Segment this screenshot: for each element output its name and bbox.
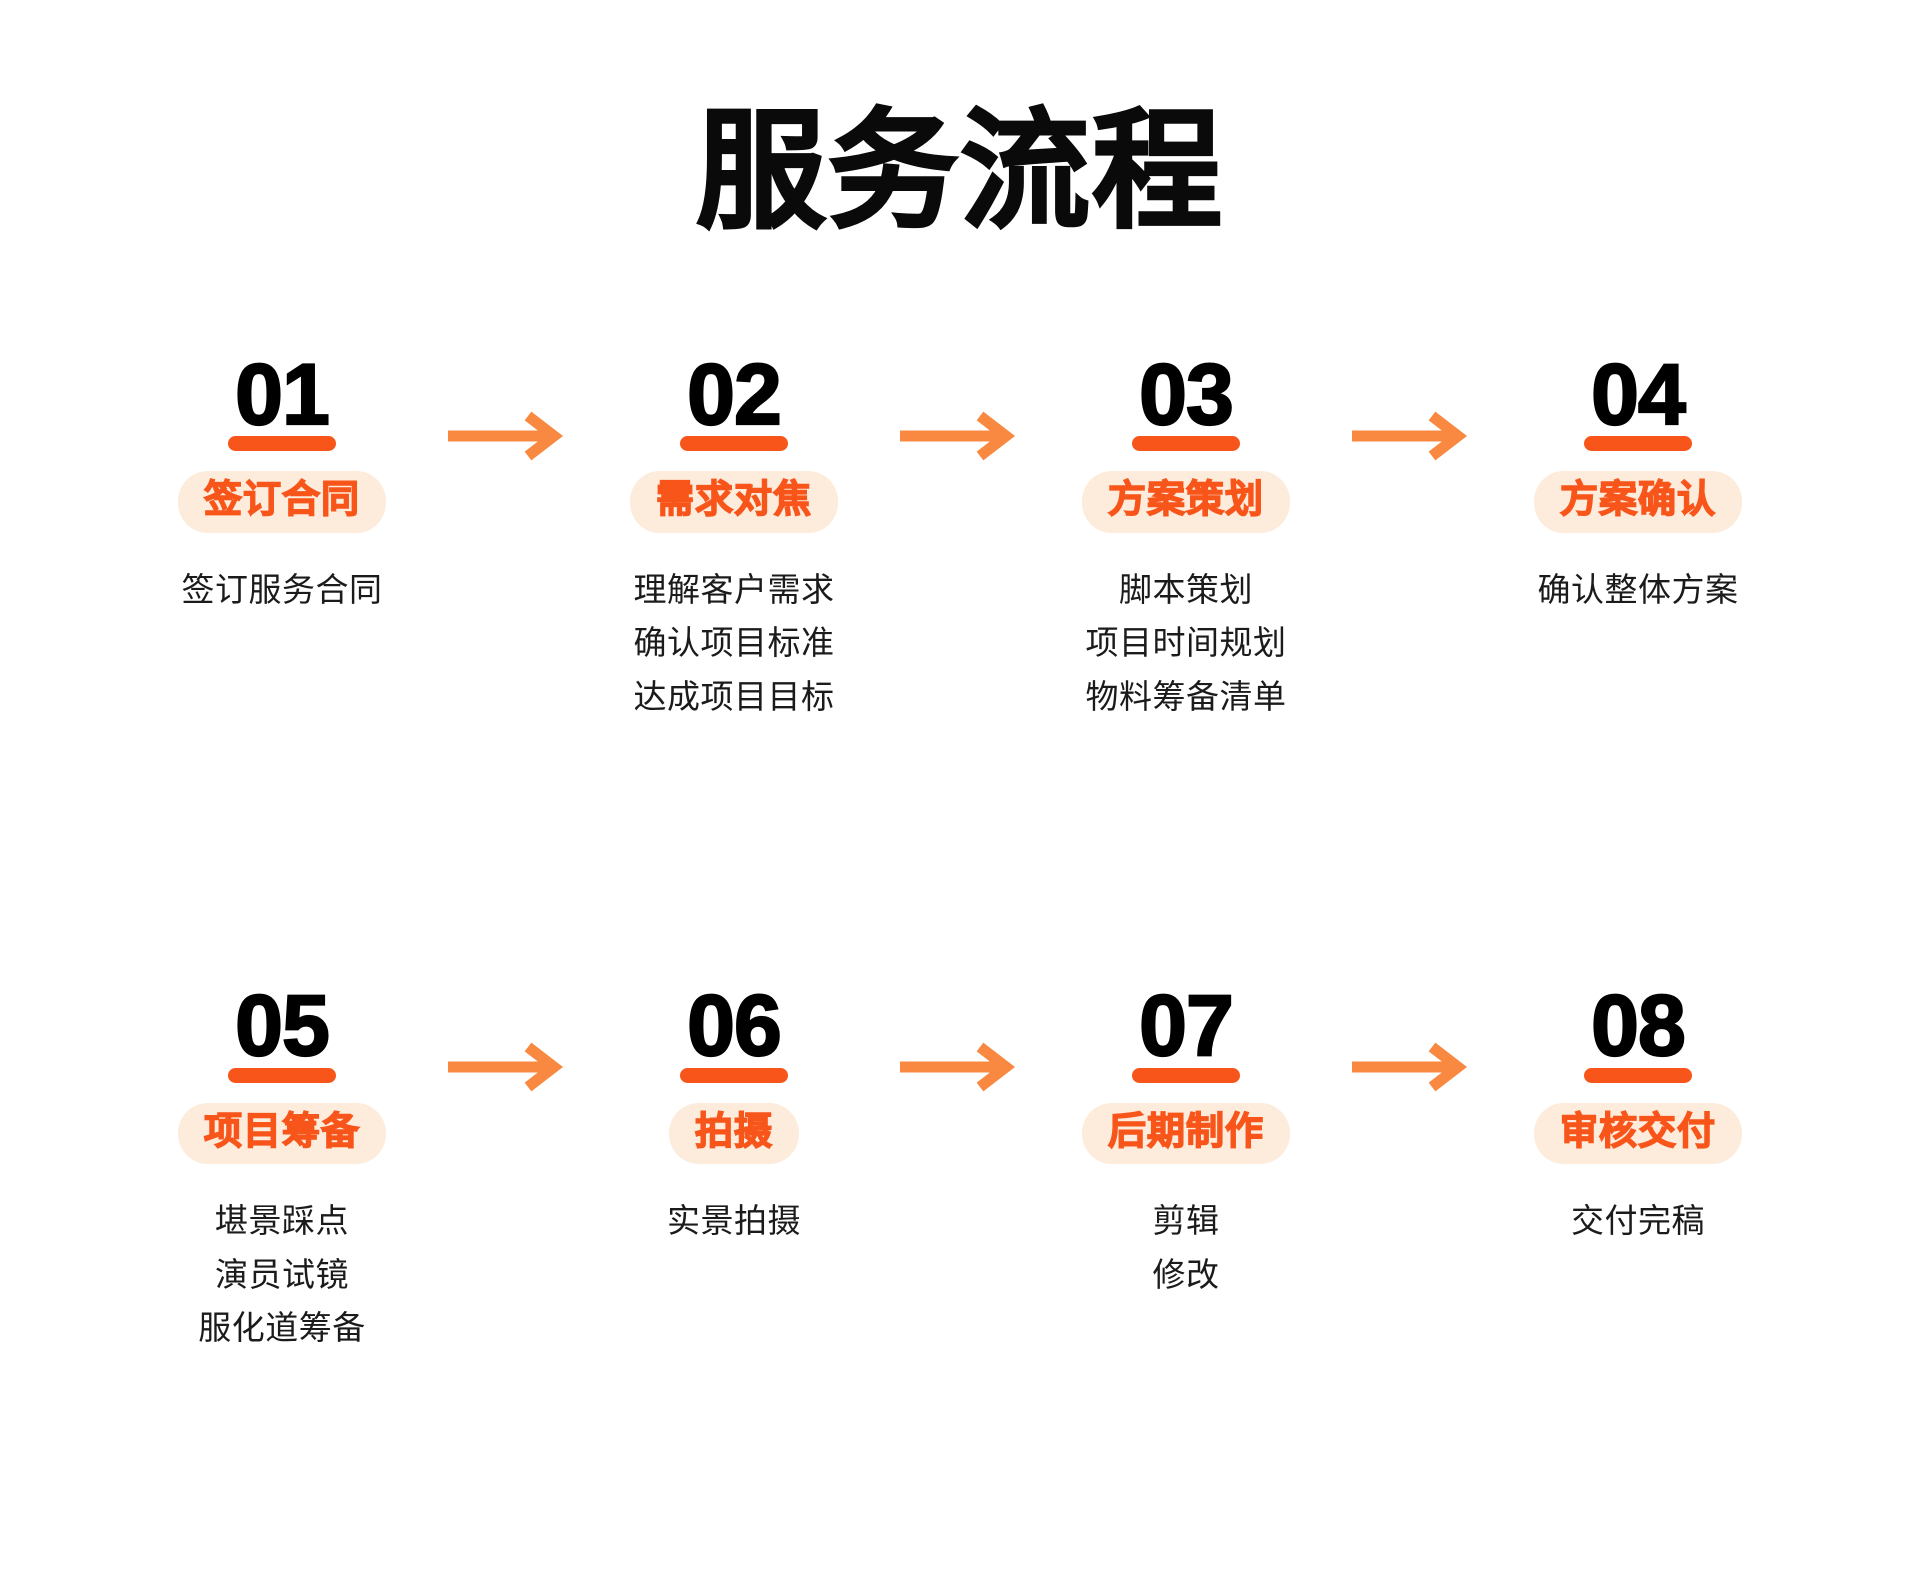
step-description: 签订服务合同 (182, 563, 383, 616)
step-number: 07 (1138, 978, 1235, 1074)
step-number: 03 (1138, 346, 1235, 443)
description-line: 确认项目标准 (633, 624, 835, 662)
arrow-right-icon (1348, 402, 1476, 466)
step-description: 脚本策划 项目时间规划 物料筹备清单 (1086, 563, 1287, 723)
step-05[interactable]: 05 项目筹备 堪景踩点 演员试镜 服化道筹备 (120, 978, 444, 1355)
step-label-pill: 后期制作 (1081, 1102, 1290, 1165)
description-line: 脚本策划 (1119, 570, 1253, 608)
number-underline (680, 1067, 788, 1083)
description-line: 剪辑 (1152, 1202, 1220, 1240)
number-underline (1584, 1067, 1692, 1083)
arrow-right-icon (1348, 1033, 1476, 1097)
description-line: 演员试镜 (215, 1255, 349, 1293)
step-row-2: 05 项目筹备 堪景踩点 演员试镜 服化道筹备 06 拍摄 实景 (0, 978, 1920, 1355)
page-title: 服务流程 (695, 94, 1224, 247)
step-label-pill: 审核交付 (1533, 1102, 1742, 1165)
step-03[interactable]: 03 方案策划 脚本策划 项目时间规划 物料筹备清单 (1024, 346, 1348, 724)
step-number: 08 (1590, 978, 1687, 1074)
step-number: 02 (686, 346, 783, 443)
step-description: 交付完稿 (1571, 1194, 1705, 1247)
description-line: 理解客户需求 (633, 570, 835, 608)
step-label-pill: 方案策划 (1081, 471, 1290, 533)
step-label-pill: 拍摄 (668, 1102, 799, 1165)
step-07[interactable]: 07 后期制作 剪辑 修改 (1024, 978, 1348, 1301)
step-description: 堪景踩点 演员试镜 服化道筹备 (198, 1194, 366, 1354)
description-line: 物料筹备清单 (1085, 677, 1287, 715)
step-label-pill: 需求对焦 (629, 471, 838, 533)
number-underline (228, 1067, 336, 1083)
number-underline (228, 436, 336, 452)
description-line: 交付完稿 (1571, 1202, 1705, 1240)
step-04[interactable]: 04 方案确认 确认整体方案 (1476, 346, 1800, 617)
description-line: 项目时间规划 (1085, 624, 1287, 662)
description-line: 实景拍摄 (667, 1202, 801, 1240)
number-underline (1132, 1067, 1240, 1083)
step-number: 06 (686, 978, 783, 1074)
step-01[interactable]: 01 签订合同 签订服务合同 (120, 346, 444, 617)
step-02[interactable]: 02 需求对焦 理解客户需求 确认项目标准 达成项目目标 (572, 346, 896, 724)
step-06[interactable]: 06 拍摄 实景拍摄 (572, 978, 896, 1248)
title-container: 服务流程 (0, 0, 1920, 246)
number-underline (1132, 436, 1240, 452)
arrow-right-icon (896, 402, 1024, 466)
step-number: 05 (234, 978, 331, 1074)
arrow-right-icon (896, 1033, 1024, 1097)
step-label-pill: 签订合同 (177, 471, 386, 533)
description-line: 修改 (1152, 1255, 1220, 1293)
step-description: 实景拍摄 (667, 1194, 801, 1247)
description-line: 签订服务合同 (181, 570, 383, 608)
step-description: 确认整体方案 (1538, 563, 1739, 616)
steps-container: 01 签订合同 签订服务合同 02 需求对焦 理解客户需求 确认项目标准 (0, 346, 1920, 1355)
step-label-pill: 项目筹备 (177, 1102, 386, 1165)
step-number: 01 (234, 346, 331, 443)
description-line: 服化道筹备 (198, 1309, 366, 1347)
step-description: 理解客户需求 确认项目标准 达成项目目标 (634, 563, 835, 723)
description-line: 达成项目目标 (633, 677, 835, 715)
step-number: 04 (1590, 346, 1687, 443)
number-underline (680, 436, 788, 452)
step-description: 剪辑 修改 (1153, 1194, 1220, 1301)
description-line: 堪景踩点 (215, 1202, 349, 1240)
arrow-right-icon (444, 402, 572, 466)
step-08[interactable]: 08 审核交付 交付完稿 (1476, 978, 1800, 1248)
step-row-1: 01 签订合同 签订服务合同 02 需求对焦 理解客户需求 确认项目标准 (0, 346, 1920, 724)
description-line: 确认整体方案 (1537, 570, 1739, 608)
number-underline (1584, 436, 1692, 452)
arrow-right-icon (444, 1033, 572, 1097)
step-label-pill: 方案确认 (1533, 471, 1742, 533)
